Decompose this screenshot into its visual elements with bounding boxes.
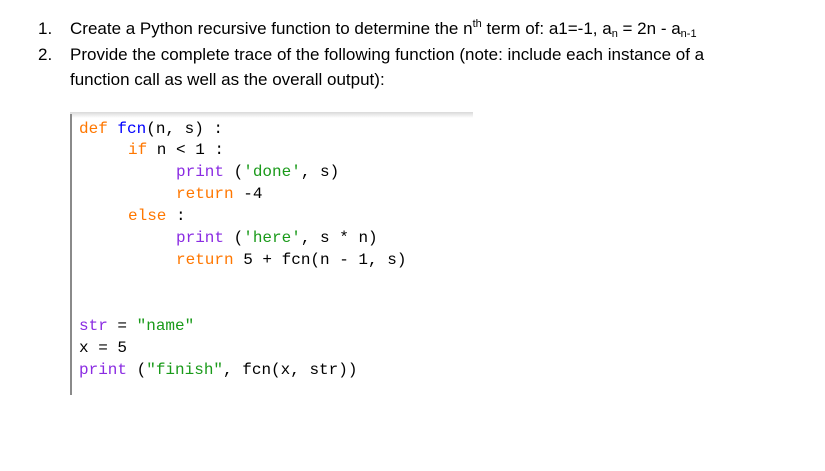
code-screenshot: def fcn(n, s) : if n < 1 : print ('done'… [70,112,473,395]
question-2-number: 2. [38,45,53,64]
question-1-number: 1. [38,19,53,38]
code-line-2: if n < 1 : [128,141,225,159]
question-2-line-2: function call as well as the overall out… [70,70,385,89]
code-line-9: x = 5 [79,339,128,357]
question-2-line-1: Provide the complete trace of the follow… [70,45,705,64]
code-line-8: str = "name" [79,317,195,335]
code-line-5: else : [128,207,186,225]
code-line-6: print ('here', s * n) [176,229,378,247]
code-line-3: print ('done', s) [176,163,340,181]
code-line-4: return -4 [176,185,263,203]
code-line-1: def fcn(n, s) : [79,120,224,138]
question-1-text: Create a Python recursive function to de… [70,18,697,40]
code-line-7: return 5 + fcn(n - 1, s) [176,251,407,269]
code-line-10: print ("finish", fcn(x, str)) [79,361,358,379]
